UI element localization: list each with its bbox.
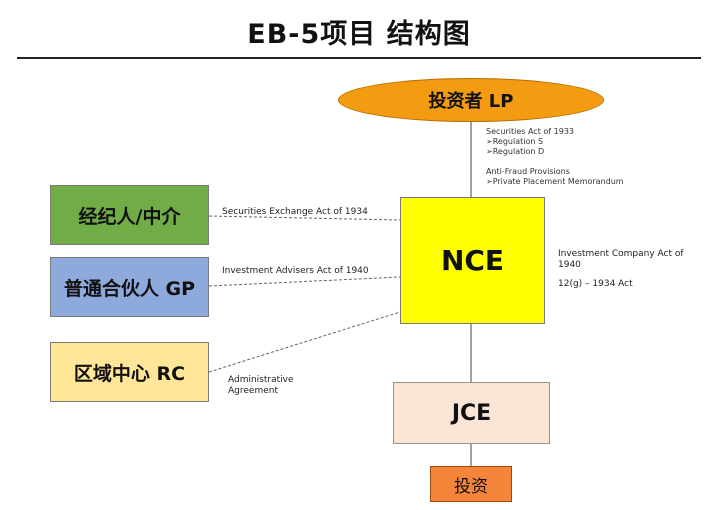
admin-agreement-label: Administrative Agreement	[228, 375, 294, 397]
company-act-annotation: Investment Company Act of 1940 12(g) – 1…	[558, 249, 684, 290]
anti-fraud-label: Anti-Fraud Provisions	[486, 167, 570, 176]
gp-node: 普通合伙人 GP	[50, 257, 209, 317]
regulation-s-label: ➢Regulation S	[486, 137, 544, 146]
securities-act-label: Securities Act of 1933	[486, 127, 574, 136]
advisers-act-label: Investment Advisers Act of 1940	[222, 266, 369, 276]
investor-lp-node: 投资者 LP	[338, 78, 604, 122]
regulation-d-label: ➢Regulation D	[486, 147, 545, 156]
line-gp-nce	[208, 276, 401, 287]
rule-12g-label: 12(g) – 1934 Act	[558, 279, 633, 289]
title-divider	[17, 57, 701, 59]
private-placement-label: ➢Private Placement Memorandum	[486, 177, 624, 186]
admin-agreement-line-2: Agreement	[228, 386, 278, 396]
exchange-act-label: Securities Exchange Act of 1934	[222, 207, 368, 217]
broker-node: 经纪人/中介	[50, 185, 209, 245]
jce-node: JCE	[393, 382, 550, 444]
line-broker-nce	[208, 215, 401, 221]
company-act-line-1: Investment Company Act of	[558, 249, 684, 259]
page-title: EB-5项目 结构图	[247, 19, 471, 50]
admin-agreement-line-1: Administrative	[228, 375, 294, 385]
regional-center-node: 区域中心 RC	[50, 342, 209, 402]
investment-node: 投资	[430, 466, 512, 502]
company-act-line-2: 1940	[558, 260, 581, 270]
securities-act-annotation: Securities Act of 1933 ➢Regulation S ➢Re…	[486, 127, 624, 187]
nce-node: NCE	[400, 197, 545, 324]
line-rc-nce	[208, 311, 401, 373]
